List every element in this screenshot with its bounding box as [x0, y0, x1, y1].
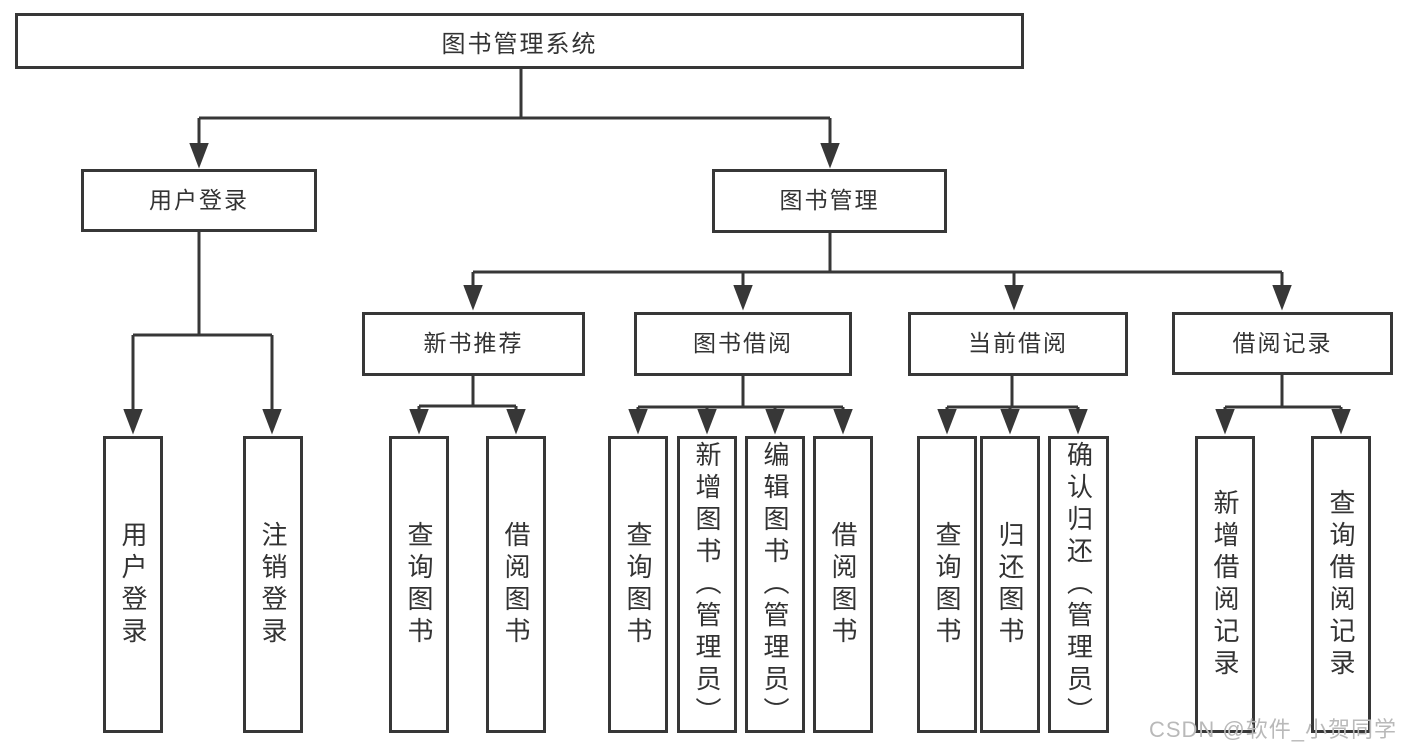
node-borrowing-records: 借阅记录 — [1172, 312, 1393, 375]
leaf-query-books-current: 查询图书 — [917, 436, 977, 733]
node-book-borrowing: 图书借阅 — [634, 312, 852, 376]
leaf-query-books-recommend: 查询图书 — [389, 436, 449, 733]
node-current-borrowing: 当前借阅 — [908, 312, 1128, 376]
leaf-user-login: 用户登录 — [103, 436, 163, 733]
leaf-query-borrow-record: 查询借阅记录 — [1311, 436, 1371, 733]
leaf-add-book-admin: 新增图书（管理员） — [677, 436, 737, 733]
leaf-logout: 注销登录 — [243, 436, 303, 733]
node-new-book-recommendation: 新书推荐 — [362, 312, 585, 376]
node-library-management-system: 图书管理系统 — [15, 13, 1024, 69]
leaf-return-books: 归还图书 — [980, 436, 1040, 733]
leaf-edit-book-admin: 编辑图书（管理员） — [745, 436, 805, 733]
leaf-add-borrow-record: 新增借阅记录 — [1195, 436, 1255, 733]
leaf-borrow-books-borrowing: 借阅图书 — [813, 436, 873, 733]
leaf-confirm-return-admin: 确认归还（管理员） — [1048, 436, 1109, 733]
leaf-query-books-borrowing: 查询图书 — [608, 436, 668, 733]
watermark-text: CSDN @软件_小贺同学 — [1148, 717, 1397, 742]
node-book-management: 图书管理 — [712, 169, 947, 233]
leaf-borrow-books-recommend: 借阅图书 — [486, 436, 546, 733]
node-user-login: 用户登录 — [81, 169, 317, 232]
